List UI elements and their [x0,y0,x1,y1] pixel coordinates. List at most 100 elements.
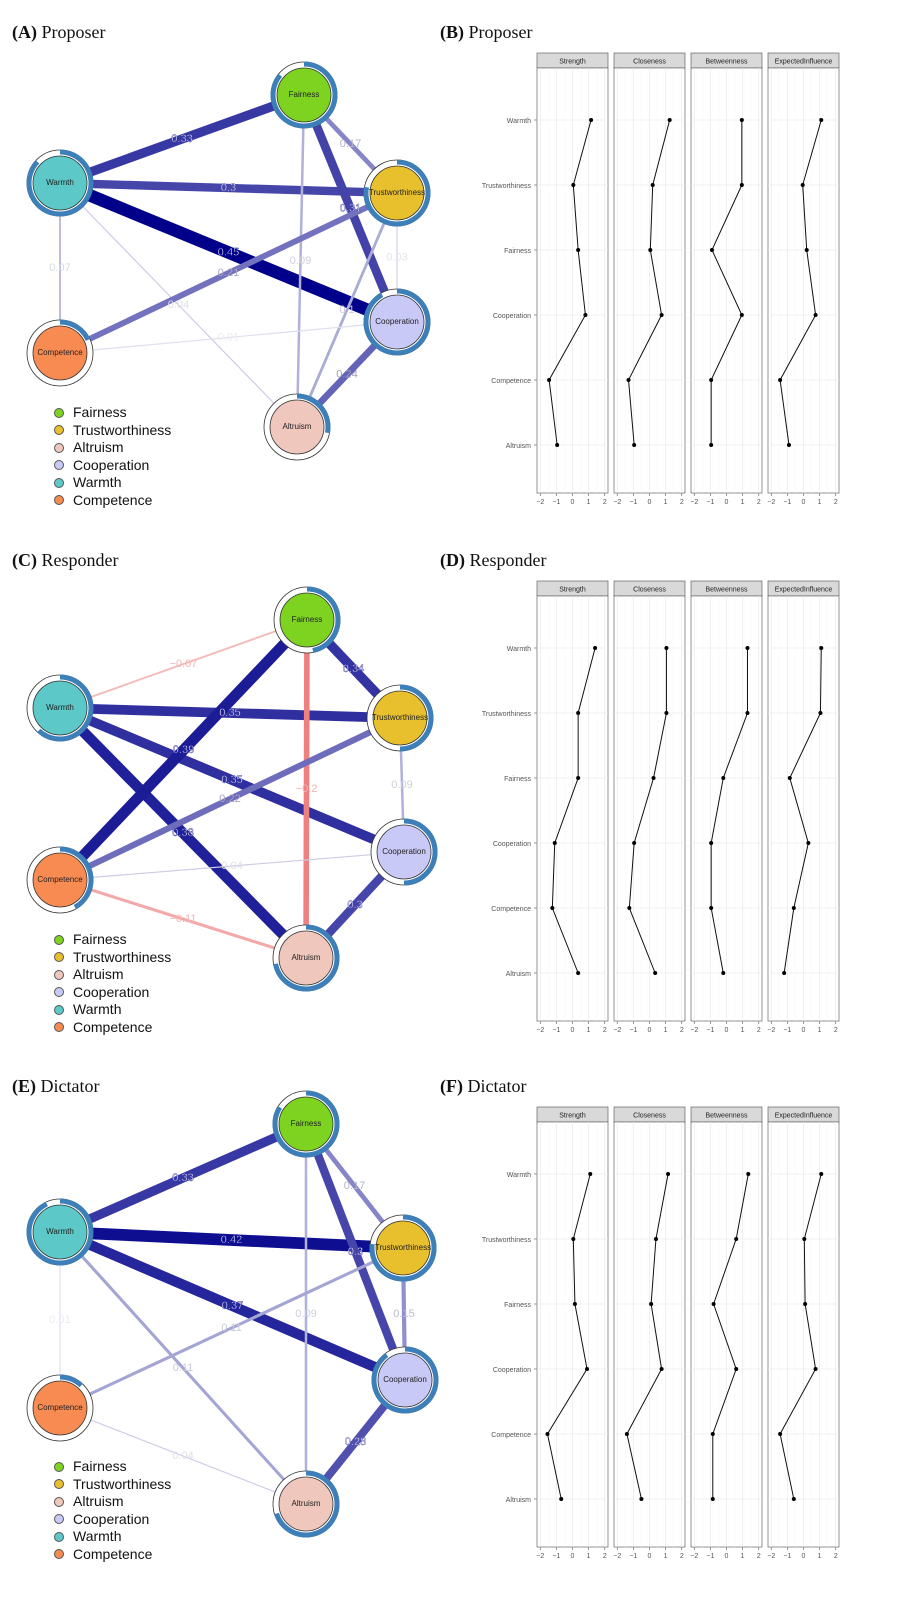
legend-dot-icon [54,442,64,453]
data-point [802,1237,807,1241]
data-point [711,1302,716,1306]
data-point [803,1302,808,1306]
network-graph-responder: −0.070.350.350.380.340.39−0.20.220.090.0… [26,586,438,992]
edge-weight-label: 0.34 [343,663,364,675]
panel-a-title: (A) Proposer [12,22,106,43]
x-tick-label: 0 [571,1027,575,1034]
y-tick-label: Fairness [504,1302,531,1309]
legend-item-altruism: Altruism [52,439,171,457]
data-point [813,1367,818,1371]
edge-warmth-altruism [59,182,298,428]
data-point [806,841,811,845]
y-tick-label: Altruism [506,971,531,978]
edge-weight-label: 0.33 [171,133,192,145]
predictability-ring [403,818,438,886]
legend-label: Warmth [73,1001,122,1017]
legend-label: Altruism [73,439,124,455]
predictability-ring [306,586,341,653]
x-tick-label: 2 [680,1027,684,1034]
node-label: Altruism [292,1499,321,1508]
edge-weight-label: 0.38 [172,827,193,839]
series-line-closeness [628,119,671,446]
panel-d-title: (D) Responder [440,550,546,571]
node-warmth: Warmth [26,149,94,217]
data-point [659,1367,664,1371]
legend-dot-icon [54,1461,64,1472]
x-tick-label: 0 [648,1027,652,1034]
data-point [739,118,744,122]
data-point [651,776,656,780]
edge-weight-label: 0.17 [344,1180,365,1192]
edge-weight-label: −0.07 [170,658,198,670]
edge-weight-label: 0.35 [219,707,240,719]
node-label: Competence [37,875,83,884]
legend-item-fairness: Fairness [52,404,171,422]
legend-label: Trustworthiness [73,948,172,965]
predictability-ring [399,684,434,752]
legend-dot-icon [54,1531,64,1542]
edge-weight-label: 0.33 [172,1172,193,1184]
legend-dot-icon [54,1004,64,1015]
edge-weight-label: 0.09 [290,255,311,267]
data-point [576,776,581,780]
y-tick-label: Cooperation [493,313,531,320]
edge-weight-label: 0.07 [49,262,70,274]
node-competence: Competence [26,846,94,914]
series-line-strength [551,647,596,974]
panel-f-title: (F) Dictator [440,1076,526,1097]
x-tick-label: 1 [818,499,822,506]
data-point [650,183,655,187]
edge-trustworthiness-competence [59,1246,404,1410]
node-altruism: Altruism [272,924,340,992]
node-cooperation: Cooperation [370,818,438,886]
edge-weight-label: 0.09 [391,779,412,791]
legend-item-cooperation: Cooperation [52,457,171,475]
x-tick-label: 2 [603,499,607,506]
node-warmth: Warmth [26,674,94,742]
edge-warmth-altruism [56,704,310,962]
edge-warmth-fairness [59,619,308,709]
x-tick-label: 1 [587,499,591,506]
panel-e-letter: (E) [12,1076,36,1096]
x-tick-label: −2 [536,499,544,506]
data-point [745,646,750,650]
x-tick-label: 0 [571,499,575,506]
node-label: Trustworthiness [369,188,425,197]
facet-strip-label: Strength [559,1113,586,1120]
predictability-ring [371,1346,439,1414]
node-label: Cooperation [375,317,419,326]
node-fairness: Fairness [270,61,338,129]
data-point [666,1172,671,1176]
edge-warmth-fairness [58,90,306,188]
node-label: Altruism [292,953,321,962]
edge-weight-label: 0.3 [221,182,236,194]
data-point [734,1237,739,1241]
edge-weight-label: 0.03 [386,251,407,263]
nodes: FairnessTrustworthinessAltruismCooperati… [26,61,431,461]
x-tick-label: 2 [757,499,761,506]
edge-weight-label: 0.35 [221,774,242,786]
x-tick-label: 1 [664,499,668,506]
legend-label: Altruism [73,1493,124,1509]
edge-weight-label: 0.37 [222,1300,243,1312]
data-point [745,711,750,715]
legend-dot-icon [54,477,64,488]
data-point [709,248,714,252]
x-tick-label: 1 [587,1027,591,1034]
edge-weight-label: 0.04 [168,299,189,311]
predictability-ring [26,1198,94,1266]
data-point [649,1302,654,1306]
x-tick-label: −1 [552,1027,560,1034]
edge-weight-label: 0.1 [339,304,354,316]
edge-labels: 0.330.420.370.010.110.170.30.090.110.150… [49,1172,414,1462]
facet-strip-label: ExpectedInfluence [775,1113,833,1120]
node-label: Fairness [292,615,323,624]
edge-weight-label: 0.39 [173,744,194,756]
legend-dot-icon [54,952,64,963]
edge-competence-cooperation [59,321,398,354]
x-tick-label: −1 [706,1553,714,1560]
